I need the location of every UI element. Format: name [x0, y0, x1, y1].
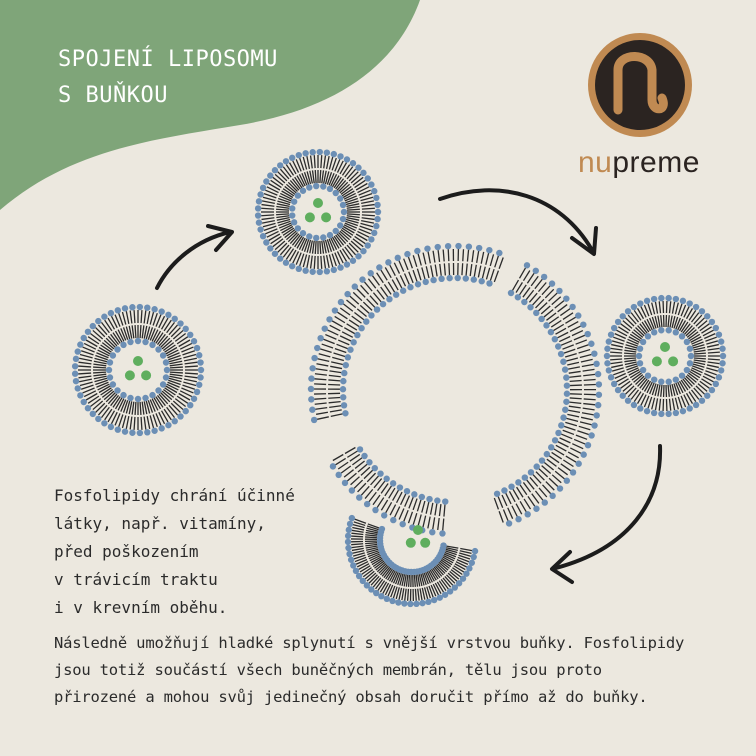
- caption-line: v trávicím traktu: [54, 570, 218, 589]
- caption-line: látky, např. vitamíny,: [54, 514, 266, 533]
- cell-membrane-segment: [329, 446, 449, 537]
- nupreme-logo-icon: [588, 33, 692, 137]
- arrow-to-merged-cell: [550, 444, 663, 584]
- title-banner: [0, 0, 420, 210]
- caption-fusion: Následně umožňují hladké splynutí s vněj…: [54, 630, 734, 711]
- arrow-to-fusion: [438, 188, 598, 256]
- cell-membrane-segment: [493, 262, 603, 527]
- caption-line: před poškozením: [54, 542, 199, 561]
- caption-protection: Fosfolipidy chrání účinné látky, např. v…: [54, 482, 354, 622]
- caption-line: i v krevním oběhu.: [54, 598, 228, 617]
- cell-membrane-segment: [307, 242, 504, 424]
- liposome-icon: [71, 303, 205, 437]
- caption-line: Následně umožňují hladké splynutí s vněj…: [54, 634, 685, 652]
- brand-prefix: nu: [578, 146, 613, 179]
- page-title: SPOJENÍ LIPOSOMU S BUŇKOU: [58, 42, 278, 114]
- merged-liposome-bulge-icon: [344, 514, 479, 608]
- caption-line: přirozené a mohou svůj jedinečný obsah d…: [54, 688, 648, 706]
- caption-line: jsou totiž součástí všech buněčných memb…: [54, 661, 602, 679]
- brand-wordmark: nupreme: [578, 146, 700, 180]
- fusing-liposome-icon: [603, 294, 727, 418]
- liposome-icon: [254, 148, 382, 276]
- arrow-to-top-liposome: [155, 224, 234, 290]
- title-line: S BUŇKOU: [58, 83, 168, 108]
- caption-line: Fosfolipidy chrání účinné: [54, 486, 295, 505]
- brand-suffix: preme: [612, 146, 700, 179]
- title-line: SPOJENÍ LIPOSOMU: [58, 47, 278, 72]
